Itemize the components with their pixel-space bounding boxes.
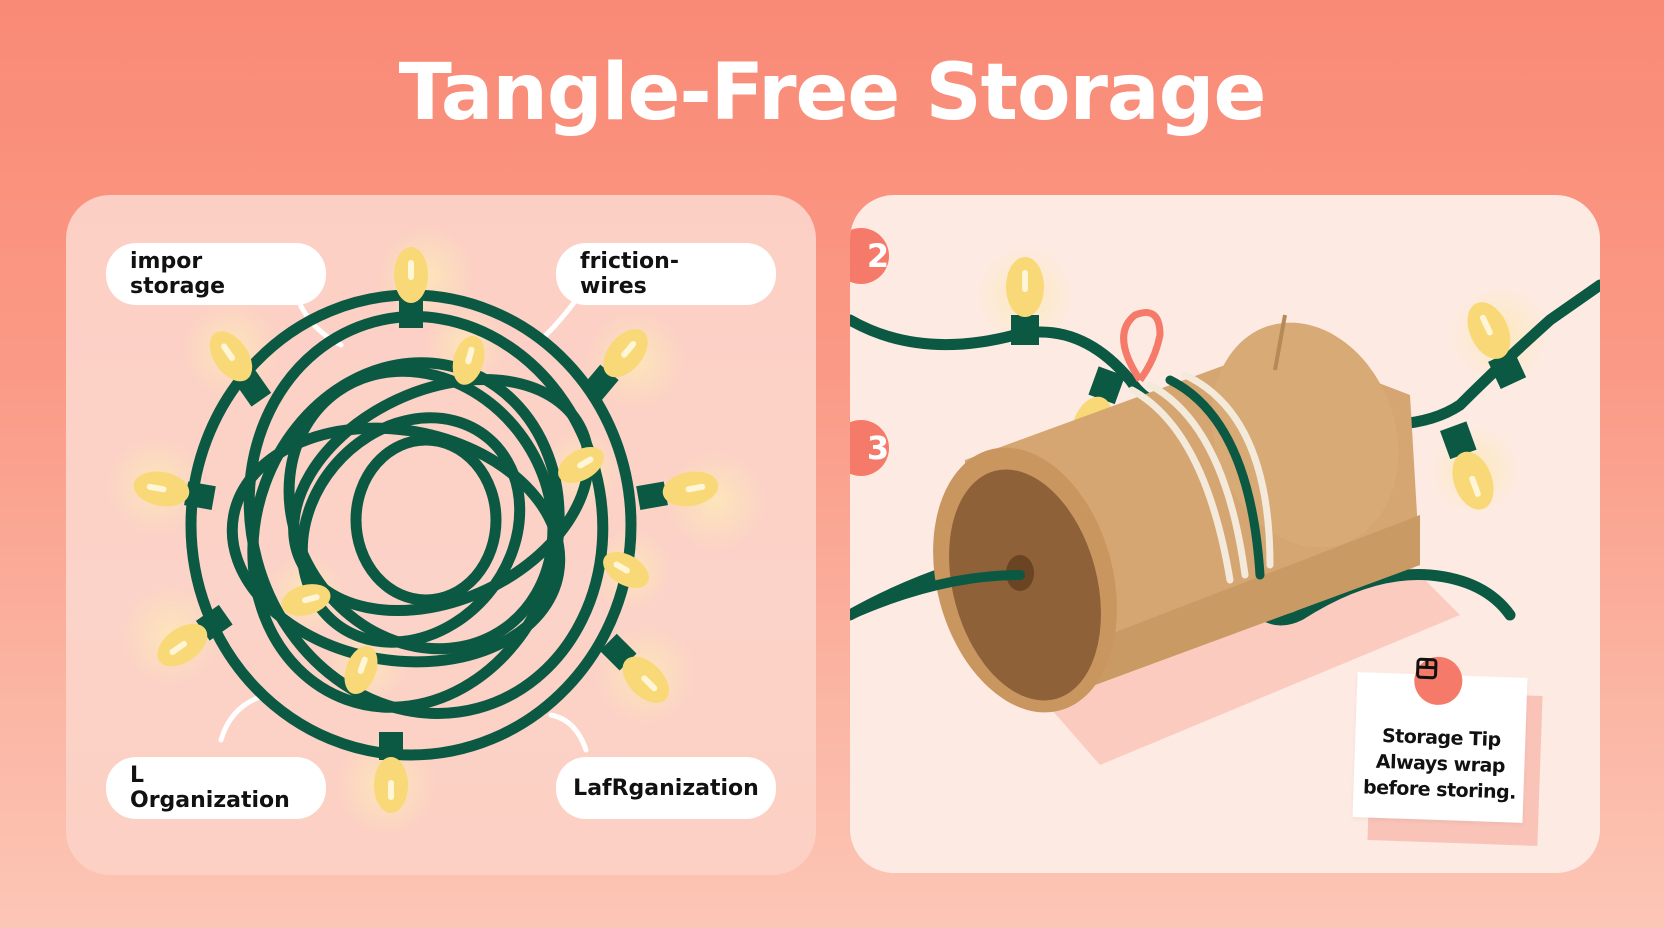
tube-seam: [1273, 314, 1287, 371]
wrapped-tube-illustration: [850, 245, 1600, 765]
tube-shadow: [1030, 565, 1460, 765]
red-tie-loop: [1120, 309, 1164, 383]
storage-tip-card: Storage Tip Always wrap before storing.: [1352, 656, 1528, 823]
label-bottom-right: LafRganization: [556, 757, 776, 819]
cardboard-tube: [933, 314, 1420, 713]
tangled-lights-panel: impor storage friction- wires L Organiza…: [66, 195, 816, 875]
tangled-lights-illustration: [106, 225, 766, 835]
wrapped-tube-panel: 2 3 Storage Tip Always wrap before stori…: [850, 195, 1600, 873]
step-badge-2: 2: [850, 228, 889, 284]
label-top-left: impor storage: [106, 243, 326, 305]
wire-wraps: [1128, 371, 1274, 584]
storage-box-icon: [1413, 656, 1464, 706]
label-top-right: friction- wires: [556, 243, 776, 305]
page-title: Tangle-Free Storage: [398, 48, 1267, 138]
bulbs: [133, 247, 719, 813]
step-badge-3: 3: [850, 420, 889, 476]
tip-line-2: before storing.: [1362, 776, 1517, 804]
label-bottom-left: L Organization: [106, 757, 326, 819]
